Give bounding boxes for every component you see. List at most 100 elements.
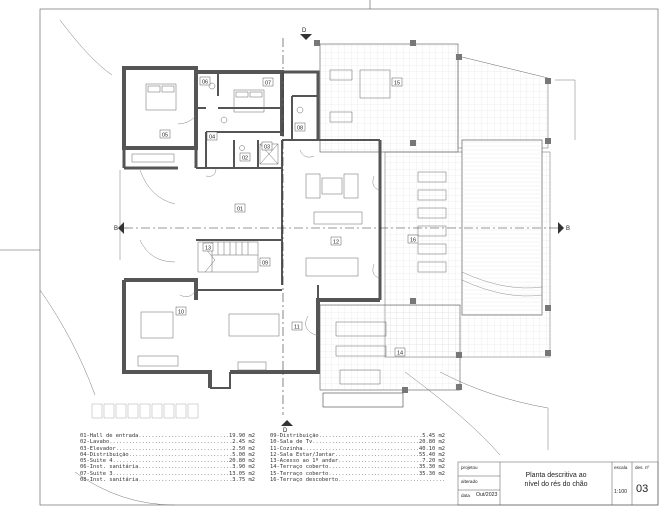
legend-column-1: 01-Hall de entrada 19.90 m2 02-Lavabo 2.45… [80, 433, 255, 483]
room-tag-15-text: 15 [394, 81, 400, 87]
room-tag-08: 08 [294, 122, 306, 132]
legend-row: 11-Cozinha 40.10 m2 [270, 446, 445, 452]
legend-room-name: 04-Distribuição [80, 451, 129, 458]
legend-room-area: 2.45 m2 [232, 439, 255, 446]
legend-row: 10-Sala de Tv 20.80 m2 [270, 439, 445, 445]
legend-row: 16-Terraço descoberto [270, 477, 445, 483]
legend-row: 14-Terraço coberto35.30 m2 [270, 464, 445, 470]
room-tag-14-text: 14 [397, 351, 403, 357]
room-tag-06: 06 [199, 76, 211, 86]
label-revised: alterado [461, 479, 478, 484]
paving-blocks [91, 403, 199, 419]
room-tag-04-text: 04 [209, 135, 215, 141]
legend-room-name: 10-Sala de Tv [270, 439, 313, 446]
legend-row: 03-Elevador 2.50 m2 [80, 446, 255, 452]
section-mark-b-right: B [566, 226, 570, 232]
section-mark-b-left: B [114, 226, 118, 232]
room-tag-16-text: 16 [410, 238, 416, 244]
legend-room-name: 11-Cozinha [270, 445, 303, 452]
room-tag-09: 09 [259, 257, 271, 267]
legend-room-name: 01-Hall de entrada [80, 433, 139, 439]
room-tag-12: 12 [330, 236, 342, 246]
legend-room-name: 13-Acesso ao 1º andar [270, 458, 339, 465]
legend-room-area: 35.30 m2 [419, 464, 445, 471]
legend-room-name: 05-Suite 4 [80, 458, 113, 465]
legend-room-name: 08-Inst. sanitária [80, 477, 139, 484]
section-markers [118, 34, 564, 426]
label-project: projetou [461, 465, 478, 470]
room-tag-02: 02 [239, 152, 251, 162]
legend-room-name: 15-Terraço coberto [270, 470, 329, 477]
label-scale: escala [614, 465, 628, 470]
terrace-16 [384, 139, 551, 358]
doors [139, 115, 381, 337]
terrace-15 [319, 43, 549, 153]
legend-room-area: 3.75 m2 [232, 477, 255, 484]
legend-row: 06-Inst. sanitária3.90 m2 [80, 464, 255, 470]
legend-row: 07-Suite 3 13.05 m2 [80, 471, 255, 477]
legend-room-area: 55.40 m2 [419, 451, 445, 458]
furniture [131, 69, 447, 385]
room-tag-13: 13 [202, 242, 214, 252]
room-tag-06-text: 06 [202, 80, 208, 86]
legend-room-area: 2.50 m2 [232, 445, 255, 452]
room-tag-10: 10 [175, 306, 187, 316]
legend-row: 04-Distribuição 5.00 m2 [80, 452, 255, 458]
columns [314, 40, 551, 393]
room-tag-10-text: 10 [178, 310, 184, 316]
room-tag-08-text: 08 [297, 126, 303, 132]
sanitary-fixtures [208, 82, 304, 165]
room-tag-11-text: 11 [294, 325, 300, 331]
legend-column-2: 09-Distribuição 5.45 m2 10-Sala de Tv 20.8… [270, 433, 445, 483]
room-tag-01-text: 01 [237, 207, 243, 213]
section-mark-d-bottom: D [283, 428, 288, 434]
legend-room-name: 16-Terraço descoberto [270, 477, 339, 484]
room-tag-01: 01 [234, 203, 246, 213]
room-tag-03: 03 [261, 141, 273, 151]
room-tag-05: 05 [159, 129, 171, 139]
legend-row: 05-Suite 4 20.80 m2 [80, 458, 255, 464]
room-tags: 01 02 03 04 05 06 07 08 09 10 11 12 13 1… [159, 76, 419, 357]
legend-row: 15-Terraço coberto 35.30 m2 [270, 471, 445, 477]
legend-room-name: 07-Suite 3 [80, 470, 113, 477]
room-tag-12-text: 12 [333, 240, 339, 246]
label-date: data [461, 493, 470, 498]
legend-row: 01-Hall de entrada 19.90 m2 [80, 433, 255, 439]
room-tag-15: 15 [391, 77, 403, 87]
section-mark-d-top: D [302, 28, 307, 34]
room-tag-16: 16 [407, 234, 419, 244]
legend-room-area: 5.45 m2 [422, 433, 445, 439]
legend-row: 12-Sala Estar/Jantar55.40 m2 [270, 452, 445, 458]
legend-room-name: 09-Distribuição [270, 433, 319, 439]
legend-room-name: 06-Inst. sanitária [80, 464, 139, 471]
legend-room-area: 5.00 m2 [232, 451, 255, 458]
room-tag-05-text: 05 [162, 133, 168, 139]
legend-row: 13-Acesso ao 1º andar7.20 m2 [270, 458, 445, 464]
section-lines [124, 38, 558, 415]
drawing-title: Planta descritiva ao nível do rés do chã… [502, 472, 610, 489]
legend-room-area: 20.80 m2 [419, 439, 445, 446]
room-tag-09-text: 09 [262, 261, 268, 267]
legend-row: 09-Distribuição 5.45 m2 [270, 433, 445, 439]
legend-room-area: 40.10 m2 [419, 445, 445, 452]
room-tag-11: 11 [291, 321, 303, 331]
staircase [197, 241, 259, 273]
legend-room-area: 19.90 m2 [229, 433, 255, 439]
legend-row: 08-Inst. sanitária 3.75 m2 [80, 477, 255, 483]
room-tag-14: 14 [394, 347, 406, 357]
legend-room-area: 13.05 m2 [229, 470, 255, 477]
label-sheet: des. nº [635, 465, 650, 470]
legend-room-area: 20.80 m2 [229, 458, 255, 465]
legend-room-area: 35.30 m2 [419, 470, 445, 477]
exterior-walls [122, 66, 382, 389]
title-block-frame [457, 461, 659, 506]
room-tag-07: 07 [262, 77, 274, 87]
room-tag-03-text: 03 [264, 145, 270, 151]
drawing-title-line-1: Planta descritiva ao [525, 472, 587, 479]
date-value: Out/2023 [476, 492, 498, 498]
legend-room-name: 03-Elevador [80, 445, 116, 452]
terrace-14 [319, 304, 461, 408]
legend-room-name: 02-Lavabo [80, 439, 110, 446]
